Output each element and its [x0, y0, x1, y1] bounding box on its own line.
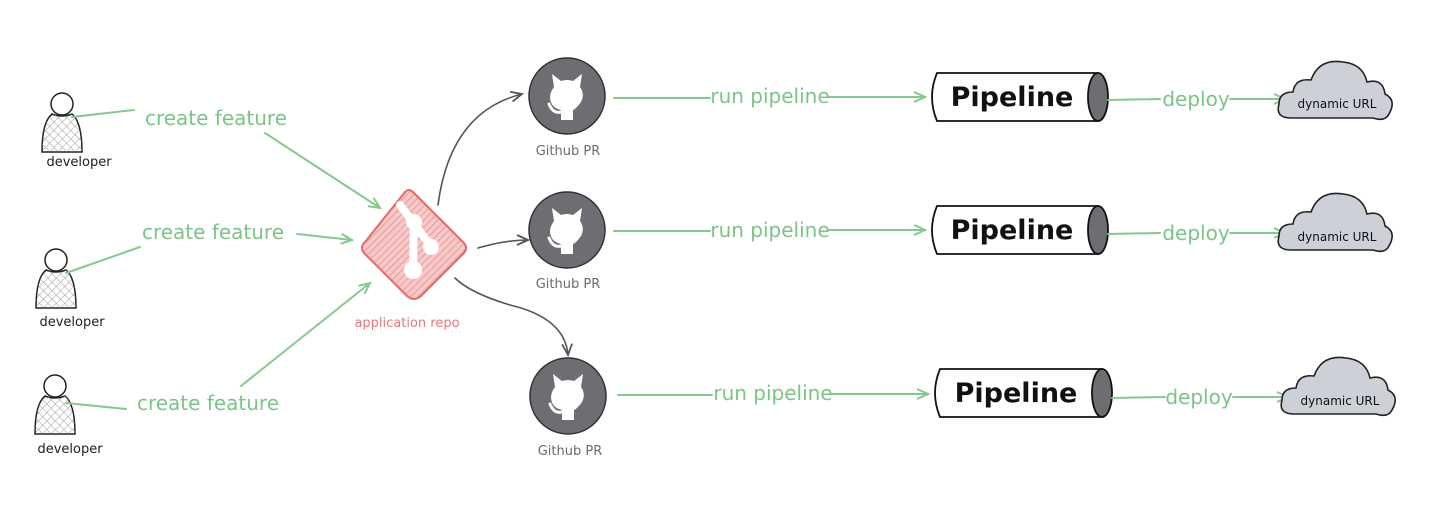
flow-3: Github PR run pipeline Pipeline deploy d…	[528, 356, 1396, 459]
edge-label-create-feature: create feature	[137, 391, 279, 415]
github-icon	[527, 56, 607, 136]
git-icon	[361, 189, 467, 300]
edge-label-create-feature: create feature	[142, 220, 284, 244]
developer-label: developer	[46, 155, 112, 170]
dynamic-url-label: dynamic URL	[1298, 97, 1377, 111]
pipeline: Pipeline	[934, 368, 1113, 418]
edge-label-deploy: deploy	[1162, 221, 1229, 245]
dynamic-url-label: dynamic URL	[1298, 230, 1377, 244]
github-icon	[528, 356, 608, 436]
edge-label-run-pipeline: run pipeline	[710, 218, 829, 242]
dynamic-url-cloud: dynamic URL	[1277, 192, 1393, 253]
developer-3: developer	[34, 374, 103, 457]
pipeline: Pipeline	[931, 205, 1109, 255]
person-icon	[35, 248, 77, 309]
pipeline-label: Pipeline	[951, 215, 1074, 246]
dynamic-url-cloud: dynamic URL	[1280, 356, 1396, 417]
developer-label: developer	[39, 315, 105, 330]
edge-developer-1-to-repo: create feature	[71, 106, 380, 208]
edge-label-deploy: deploy	[1162, 87, 1229, 111]
developer-2: developer	[35, 248, 105, 330]
developer-label: developer	[37, 442, 103, 457]
github-pr-label: Github PR	[536, 144, 601, 159]
edge-repo-to-pr-1	[437, 94, 522, 206]
edge-developer-2-to-repo: create feature	[65, 220, 352, 274]
flow-2: Github PR run pipeline Pipeline deploy d…	[527, 190, 1393, 292]
pipeline-label: Pipeline	[955, 378, 1078, 409]
flow-1: Github PR run pipeline Pipeline deploy d…	[527, 56, 1393, 159]
person-icon	[34, 374, 76, 435]
edge-label-run-pipeline: run pipeline	[713, 381, 832, 405]
edge-label-deploy: deploy	[1165, 385, 1232, 409]
pipeline-label: Pipeline	[951, 82, 1074, 113]
person-icon	[41, 92, 83, 153]
pipeline: Pipeline	[931, 72, 1109, 122]
repo-label: application repo	[354, 316, 459, 331]
edge-developer-3-to-repo: create feature	[65, 283, 370, 415]
edge-repo-to-pr-3	[454, 277, 568, 355]
github-pr-label: Github PR	[538, 444, 603, 459]
edge-label-create-feature: create feature	[145, 106, 287, 130]
developer-1: developer	[41, 92, 112, 170]
dynamic-url-label: dynamic URL	[1301, 394, 1380, 408]
github-icon	[527, 190, 607, 270]
github-pr-label: Github PR	[536, 277, 601, 292]
dynamic-url-cloud: dynamic URL	[1277, 60, 1393, 121]
application-repo: application repo	[354, 189, 467, 331]
edge-repo-to-pr-2	[477, 240, 528, 249]
edge-label-run-pipeline: run pipeline	[710, 84, 829, 108]
